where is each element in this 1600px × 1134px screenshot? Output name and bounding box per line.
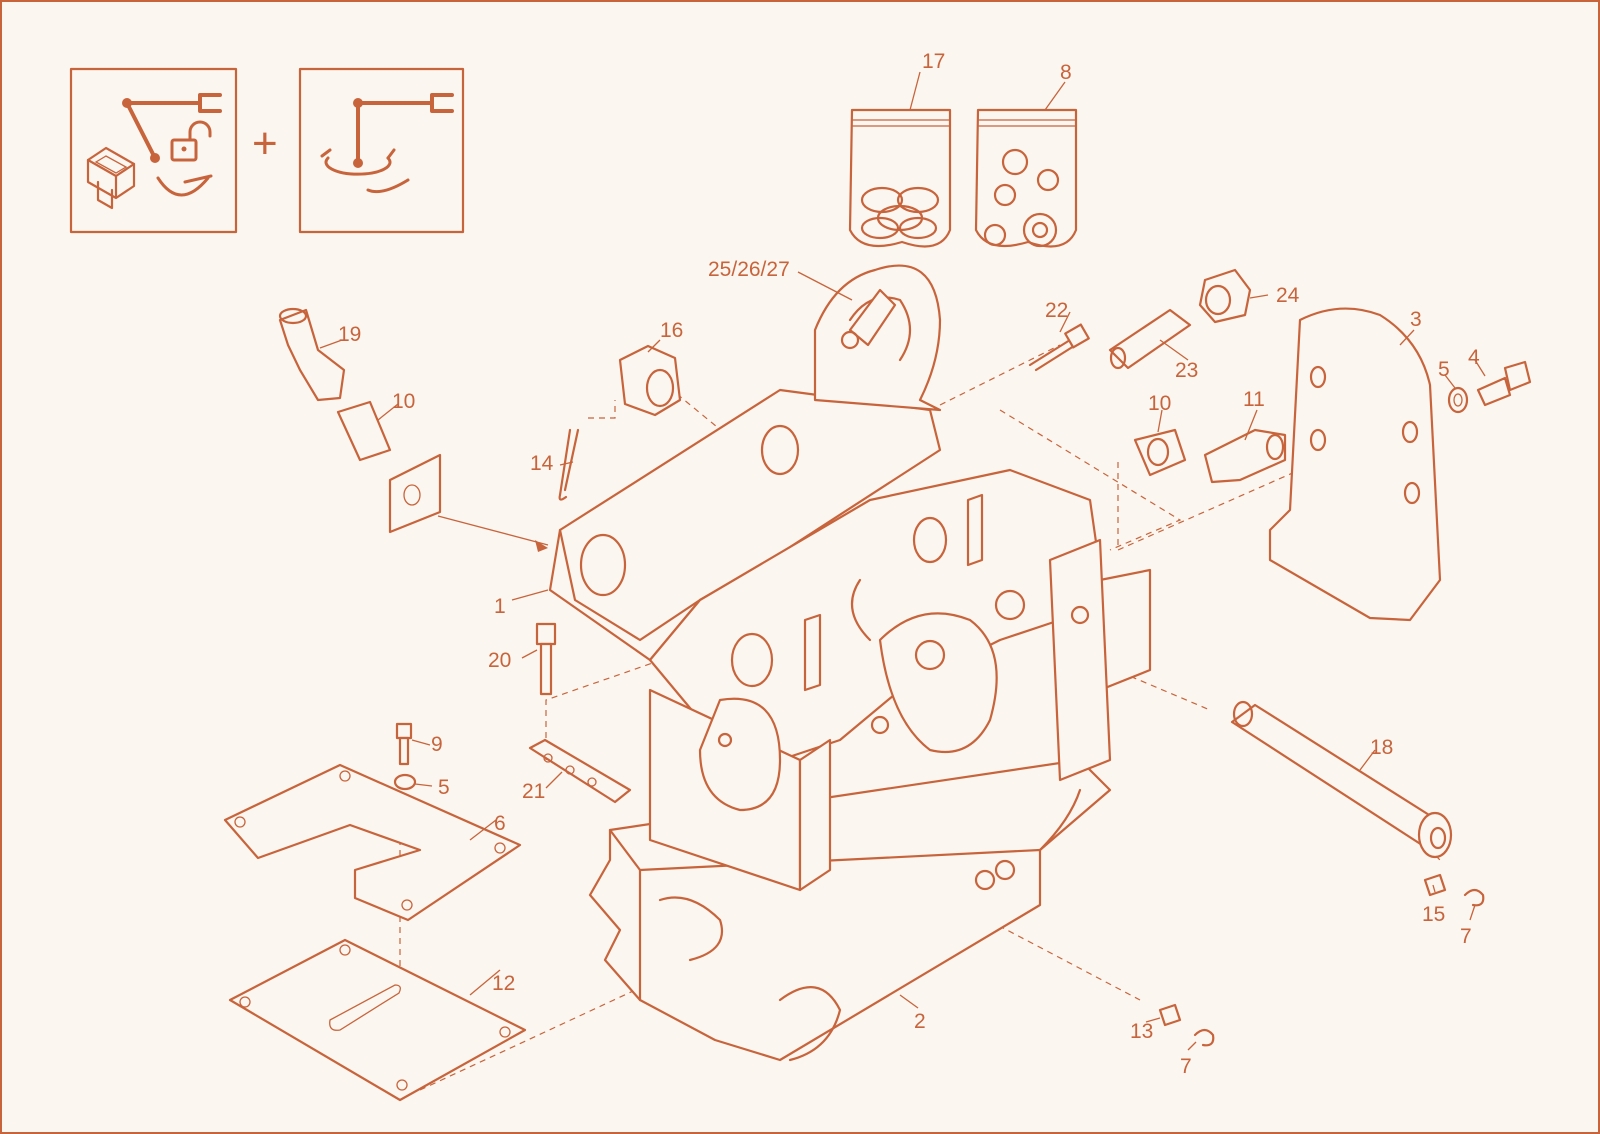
- callout-labels: 1 2 3 4 5 5 6 7 7 8 9 10 10 11 12 13 14 …: [338, 50, 1480, 1078]
- part-16-nut: [618, 344, 682, 417]
- callout-25-26-27: 25/26/27: [708, 258, 790, 281]
- callout-2: 2: [914, 1010, 926, 1033]
- icon-box-rotate: [298, 67, 465, 234]
- callout-24: 24: [1276, 284, 1300, 307]
- callout-15: 15: [1422, 903, 1445, 926]
- part-20-cap-screw: [535, 622, 557, 696]
- callout-17: 17: [922, 50, 945, 73]
- callout-1: 1: [494, 595, 506, 618]
- callout-7-right: 7: [1460, 925, 1472, 948]
- leader-lines: [319, 71, 1486, 1051]
- part-22-bolt: [1028, 323, 1090, 372]
- part-12-base-plate: [228, 938, 527, 1102]
- part-7-cap-right: [1463, 888, 1485, 907]
- callout-22: 22: [1045, 299, 1068, 322]
- part-14-linch-pin: [558, 428, 580, 501]
- part-15-grease-nipple: [1423, 873, 1447, 897]
- callout-7-lower: 7: [1180, 1055, 1192, 1078]
- part-17-oring-bag: [848, 108, 952, 248]
- callout-11: 11: [1243, 388, 1265, 411]
- callout-16: 16: [660, 319, 683, 342]
- callout-8: 8: [1060, 61, 1072, 84]
- part-5-washer-lower: [393, 773, 417, 791]
- callout-18: 18: [1370, 736, 1393, 759]
- callout-3: 3: [1410, 308, 1422, 331]
- rocker-switch-icon: [86, 146, 136, 210]
- callout-6: 6: [494, 812, 506, 835]
- callout-21: 21: [522, 780, 545, 803]
- callout-4: 4: [1468, 346, 1480, 369]
- part-3-side-plate: [1268, 307, 1442, 622]
- part-10-label-plate: [388, 453, 442, 534]
- callout-20: 20: [488, 649, 511, 672]
- part-10-fitting-right: [1133, 428, 1187, 477]
- callout-19: 19: [338, 323, 361, 346]
- part-19-elbow-fitting: [278, 307, 346, 402]
- icon-box-unlock: [69, 67, 238, 234]
- callout-12: 12: [492, 972, 515, 995]
- callout-14: 14: [530, 452, 554, 475]
- callout-9: 9: [431, 733, 443, 756]
- part-4-bolt: [1476, 360, 1532, 407]
- part-10-fitting-left: [336, 400, 392, 462]
- part-25-hook: [813, 264, 942, 412]
- part-1-main-body: [548, 388, 1152, 892]
- lever-unlock-icon: [122, 93, 222, 163]
- part-18-pin: [1230, 700, 1453, 859]
- part-24-plug: [1198, 268, 1252, 324]
- callout-5-upper: 5: [1438, 358, 1450, 381]
- part-5-washer-upper: [1447, 386, 1469, 414]
- callout-13: 13: [1130, 1020, 1153, 1043]
- callout-10-right: 10: [1148, 392, 1171, 415]
- part-13-grease-nipple: [1158, 1003, 1182, 1027]
- callout-23: 23: [1175, 359, 1198, 382]
- part-11-elbow-fitting: [1203, 428, 1287, 484]
- part-23-valve: [1108, 308, 1192, 370]
- part-8-seal-kit-bag: [974, 108, 1078, 248]
- part-21-strip-plate: [528, 738, 632, 804]
- part-9-bolt: [395, 722, 413, 766]
- part-6-shim-plate: [223, 763, 522, 922]
- bucket-icon: [156, 174, 213, 197]
- lever-rotate-icon: [320, 93, 454, 194]
- part-7-cap-lower: [1193, 1028, 1215, 1047]
- plus-sign: +: [252, 119, 278, 168]
- callout-5-lower: 5: [438, 776, 450, 799]
- callout-10-left: 10: [392, 390, 415, 413]
